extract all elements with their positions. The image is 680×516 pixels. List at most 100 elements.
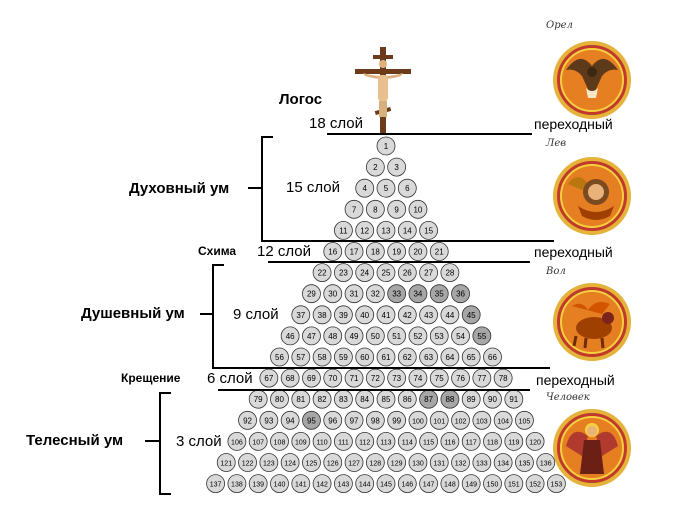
triangle-cell: 56 [270,347,289,367]
triangle-cell: 73 [387,368,407,388]
svg-text:52: 52 [413,332,422,341]
svg-text:65: 65 [467,353,476,362]
svg-text:102: 102 [455,418,467,425]
svg-text:114: 114 [402,439,413,446]
svg-text:85: 85 [382,395,391,404]
triangle-cell: 50 [365,326,385,346]
svg-text:69: 69 [307,374,316,383]
svg-text:137: 137 [210,482,222,489]
svg-text:48: 48 [328,332,337,341]
svg-text:50: 50 [371,332,380,341]
triangle-cell: 17 [344,242,364,261]
svg-text:95: 95 [307,416,316,425]
svg-text:39: 39 [339,311,348,320]
triangle-cell: 4 [355,178,375,198]
svg-text:46: 46 [286,332,295,341]
svg-text:23: 23 [339,269,348,278]
triangle-cell: 81 [291,389,311,409]
triangle-cell: 49 [344,326,364,346]
svg-text:57: 57 [296,353,305,362]
svg-text:138: 138 [231,482,243,489]
svg-text:147: 147 [423,482,435,489]
svg-text:33: 33 [392,290,401,299]
triangle-cell: 152 [525,474,545,494]
svg-text:140: 140 [274,482,286,489]
bodily-mind-label: Телесный ум [26,432,124,449]
svg-text:27: 27 [424,269,433,278]
triangle-cell: 133 [472,453,492,472]
svg-text:24: 24 [360,269,369,278]
triangle-cell: 66 [483,347,502,367]
triangle-cell: 93 [259,410,279,430]
triangle-cell: 110 [312,431,332,451]
svg-text:32: 32 [371,290,380,299]
layer-3-label: 3 слой [176,433,222,450]
svg-text:82: 82 [318,395,327,404]
bodily-bracket-bottom [159,493,171,495]
svg-text:56: 56 [275,353,284,362]
triangle-cell: 95 [302,410,321,430]
svg-text:145: 145 [380,482,392,489]
svg-text:127: 127 [348,461,360,468]
triangle-cell: 115 [419,431,439,451]
triangle-cell: 147 [419,474,439,494]
svg-text:113: 113 [380,439,391,446]
svg-text:70: 70 [328,374,337,383]
triangle-cell: 8 [365,199,385,219]
svg-text:109: 109 [295,439,307,446]
svg-text:110: 110 [317,439,328,446]
triangle-cell: 42 [397,305,417,325]
svg-text:36: 36 [456,290,465,299]
svg-text:86: 86 [403,395,412,404]
triangle-cell: 43 [419,305,439,325]
triangle-cell: 1 [376,136,396,156]
triangle-cell: 137 [206,474,226,494]
triangle-cell: 55 [472,326,492,346]
bodily-bracket [159,392,161,495]
triangle-cell: 25 [376,263,396,283]
svg-text:21: 21 [435,248,444,257]
svg-text:63: 63 [424,353,433,362]
svg-text:144: 144 [359,482,371,489]
triangle-cell: 48 [323,326,343,346]
svg-text:30: 30 [328,290,337,299]
triangle-cell: 122 [238,453,257,472]
triangle-cell: 19 [387,242,407,261]
triangle-cell: 83 [333,389,353,409]
svg-text:47: 47 [307,332,316,341]
triangle-cell: 58 [312,347,332,367]
triangle-cell: 23 [333,263,353,283]
soul-mind-label: Душевный ум [81,305,185,322]
layer-12-label: 12 слой [257,243,311,260]
triangle-cell: 148 [440,474,460,494]
svg-text:6: 6 [405,184,410,193]
triangle-cell: 149 [461,474,481,494]
baptism-label: Крещение [121,371,181,385]
svg-text:80: 80 [275,395,284,404]
spiritual-bracket [261,136,263,240]
svg-text:12: 12 [360,226,369,235]
svg-text:106: 106 [231,439,243,446]
triangle-cell: 69 [302,368,321,388]
svg-text:71: 71 [350,374,359,383]
triangle-cell: 87 [419,389,439,409]
triangle-cell: 85 [376,389,396,409]
triangle-cell: 90 [483,389,502,409]
triangle-cell: 74 [408,368,428,388]
triangle-cell: 33 [387,284,407,304]
svg-text:15: 15 [424,226,433,235]
triangle-cell: 5 [376,178,396,198]
triangle-cell: 134 [493,453,513,472]
svg-text:77: 77 [477,374,486,383]
triangle-cell: 125 [302,453,321,472]
triangle-cell: 113 [376,431,396,451]
triangle-cell: 36 [451,284,470,304]
triangle-cell: 20 [408,242,428,261]
svg-text:22: 22 [318,269,327,278]
triangle-cell: 67 [259,368,279,388]
svg-text:126: 126 [327,461,339,468]
level-line-9 [212,367,550,369]
svg-text:40: 40 [360,311,369,320]
triangle-cell: 127 [344,453,364,472]
